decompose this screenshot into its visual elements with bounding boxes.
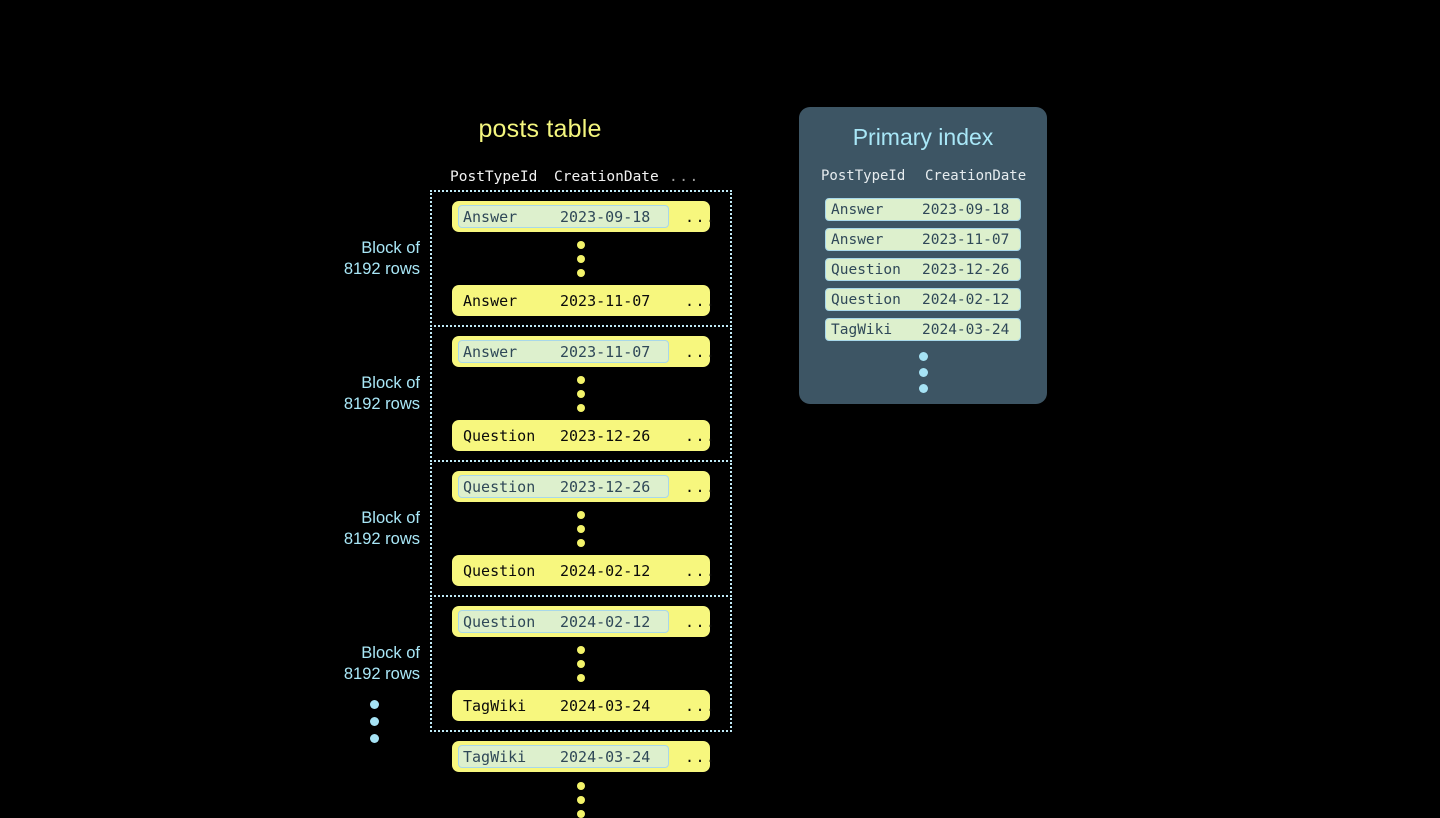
table-ellipsis-icon (430, 772, 732, 818)
column-header-more: ... (669, 169, 700, 185)
cell-more: ... (685, 207, 717, 226)
index-cell-posttypeid: TagWiki (831, 321, 893, 338)
cell-creationdate: 2024-02-12 (560, 561, 651, 580)
cell-more: ... (685, 477, 717, 496)
table-block: Block of 8192 rows Answer 2023-09-18 ...… (344, 190, 732, 327)
block-label: Block of 8192 rows (344, 373, 420, 415)
cell-posttypeid: Question (463, 426, 536, 445)
cell-creationdate: 2024-03-24 (560, 696, 651, 715)
index-row: Answer 2023-09-18 (825, 198, 1021, 221)
index-row: TagWiki 2024-03-24 (825, 318, 1021, 341)
row-ellipsis-icon (432, 502, 730, 555)
index-cell-creationdate: 2023-11-07 (922, 231, 1010, 248)
cell-more: ... (685, 696, 717, 715)
row-cells: Answer 2023-11-07 (458, 289, 669, 312)
cell-posttypeid: Answer (463, 342, 518, 361)
cell-posttypeid: Answer (463, 291, 518, 310)
block-label-line1: Block of (361, 373, 420, 392)
cell-creationdate: 2024-02-12 (560, 612, 651, 631)
cell-more: ... (685, 426, 717, 445)
cell-posttypeid: TagWiki (463, 696, 527, 715)
column-header-creationdate: CreationDate (554, 169, 659, 185)
table-row: TagWiki 2024-03-24 ... (452, 690, 715, 721)
table-block: Block of 8192 rows Question 2023-12-26 .… (344, 460, 732, 597)
row-cells: Answer 2023-11-07 (458, 340, 669, 363)
index-row: Question 2024-02-12 (825, 288, 1021, 311)
cell-more: ... (685, 612, 717, 631)
primary-index-panel: Primary index PostTypeId CreationDate An… (799, 107, 1047, 404)
index-ellipsis-icon (799, 352, 1047, 393)
block-label: Block of 8192 rows (344, 238, 420, 280)
row-cells: TagWiki 2024-03-24 (458, 745, 669, 768)
primary-index-column-headers: PostTypeId CreationDate (799, 168, 1047, 184)
cell-posttypeid: Answer (463, 207, 518, 226)
block-label-line1: Block of (361, 238, 420, 257)
index-cell-creationdate: 2023-09-18 (922, 201, 1010, 218)
table-row: Answer 2023-11-07 ... (452, 336, 715, 367)
cell-creationdate: 2024-03-24 (560, 747, 651, 766)
table-block: Block of 8192 rows Question 2024-02-12 .… (344, 595, 732, 732)
cell-posttypeid: Question (463, 612, 536, 631)
table-row: Question 2023-12-26 ... (452, 471, 715, 502)
block-label: Block of 8192 rows (344, 508, 420, 550)
block-label-line1: Block of (361, 508, 420, 527)
index-cell-posttypeid: Answer (831, 231, 884, 248)
index-cell-creationdate: 2024-03-24 (922, 321, 1010, 338)
row-cells: TagWiki 2024-03-24 (458, 694, 669, 717)
cell-more: ... (685, 342, 717, 361)
table-row: Question 2023-12-26 ... (452, 420, 715, 451)
cell-creationdate: 2023-11-07 (560, 342, 651, 361)
block-ellipsis-icon (370, 700, 379, 743)
row-cells: Question 2023-12-26 (458, 424, 669, 447)
cell-creationdate: 2023-12-26 (560, 426, 651, 445)
cell-posttypeid: Question (463, 477, 536, 496)
cell-creationdate: 2023-11-07 (560, 291, 651, 310)
row-cells: Question 2024-02-12 (458, 610, 669, 633)
cell-creationdate: 2023-12-26 (560, 477, 651, 496)
cell-more: ... (685, 291, 717, 310)
column-header-posttypeid: PostTypeId (450, 169, 538, 185)
table-row: Question 2024-02-12 ... (452, 606, 715, 637)
table-row: Answer 2023-09-18 ... (452, 201, 715, 232)
table-row: TagWiki 2024-03-24 ... (452, 741, 715, 772)
table-tail-group: TagWiki 2024-03-24 ... (430, 741, 732, 818)
block-label-line2: 8192 rows (343, 529, 420, 548)
index-column-header-posttypeid: PostTypeId (821, 168, 906, 184)
block-label-line1: Block of (361, 643, 420, 662)
row-cells: Question 2024-02-12 (458, 559, 669, 582)
block-label: Block of 8192 rows (344, 643, 420, 685)
index-cell-posttypeid: Question (831, 261, 901, 278)
row-ellipsis-icon (432, 232, 730, 285)
table-row: Question 2024-02-12 ... (452, 555, 715, 586)
block-label-line2: 8192 rows (343, 664, 420, 683)
posts-table-title: posts table (478, 115, 602, 143)
cell-posttypeid: Question (463, 561, 536, 580)
block-label-line2: 8192 rows (343, 259, 420, 278)
row-cells: Question 2023-12-26 (458, 475, 669, 498)
row-ellipsis-icon (432, 367, 730, 420)
cell-creationdate: 2023-09-18 (560, 207, 651, 226)
index-cell-posttypeid: Question (831, 291, 901, 308)
primary-index-rows: Answer 2023-09-18 Answer 2023-11-07 Ques… (799, 198, 1047, 341)
index-row: Answer 2023-11-07 (825, 228, 1021, 251)
index-column-header-creationdate: CreationDate (925, 168, 1027, 184)
table-row: Answer 2023-11-07 ... (452, 285, 715, 316)
row-ellipsis-icon (432, 637, 730, 690)
index-row: Question 2023-12-26 (825, 258, 1021, 281)
table-block: Block of 8192 rows Answer 2023-11-07 ...… (344, 325, 732, 462)
cell-more: ... (685, 561, 717, 580)
posts-table-column-headers: PostTypeId CreationDate ... (450, 169, 715, 185)
primary-index-title: Primary index (852, 124, 994, 150)
index-cell-creationdate: 2023-12-26 (922, 261, 1010, 278)
block-label-line2: 8192 rows (343, 394, 420, 413)
index-cell-creationdate: 2024-02-12 (922, 291, 1010, 308)
row-cells: Answer 2023-09-18 (458, 205, 669, 228)
cell-more: ... (685, 747, 717, 766)
cell-posttypeid: TagWiki (463, 747, 527, 766)
block-stack: Block of 8192 rows Answer 2023-09-18 ...… (344, 190, 732, 818)
index-cell-posttypeid: Answer (831, 201, 884, 218)
